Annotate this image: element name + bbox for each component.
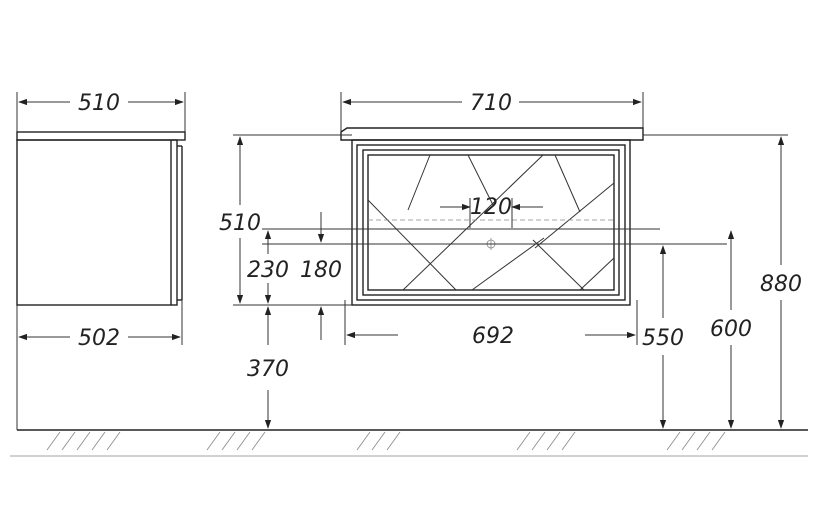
front-countertop xyxy=(340,127,644,141)
side-countertop xyxy=(16,131,186,141)
front-cabinet-body xyxy=(351,139,631,306)
dim-sink-spacing: 120 xyxy=(470,195,512,220)
door-decoration xyxy=(367,154,615,291)
dim-side-depth-bottom: 502 xyxy=(78,326,120,351)
front-door-outer-panel xyxy=(362,149,620,296)
dim-leg-height: 370 xyxy=(247,357,289,382)
front-door-frame xyxy=(356,144,626,301)
right-vertical-dims: 550 600 880 xyxy=(642,134,802,429)
floor-hatching xyxy=(46,431,726,451)
front-door-inner-panel xyxy=(367,154,615,291)
dim-side-depth-top: 510 xyxy=(78,91,120,116)
dim-drain-range: 180 xyxy=(300,258,342,283)
side-view: 510 502 xyxy=(16,91,186,430)
left-vertical-dims: 510 230 180 370 xyxy=(219,134,727,429)
front-view: 120 710 692 xyxy=(340,91,644,349)
side-cabinet-body xyxy=(16,139,178,306)
dim-body-height: 510 xyxy=(219,211,261,236)
dim-drain-height: 230 xyxy=(247,258,289,283)
floor xyxy=(10,429,808,457)
dim-outlet-height-2: 600 xyxy=(710,317,752,342)
dim-panel-width: 692 xyxy=(472,324,514,349)
dim-total-height: 880 xyxy=(760,272,802,297)
dim-outlet-height-1: 550 xyxy=(642,326,684,351)
dim-front-width-top: 710 xyxy=(470,91,512,116)
